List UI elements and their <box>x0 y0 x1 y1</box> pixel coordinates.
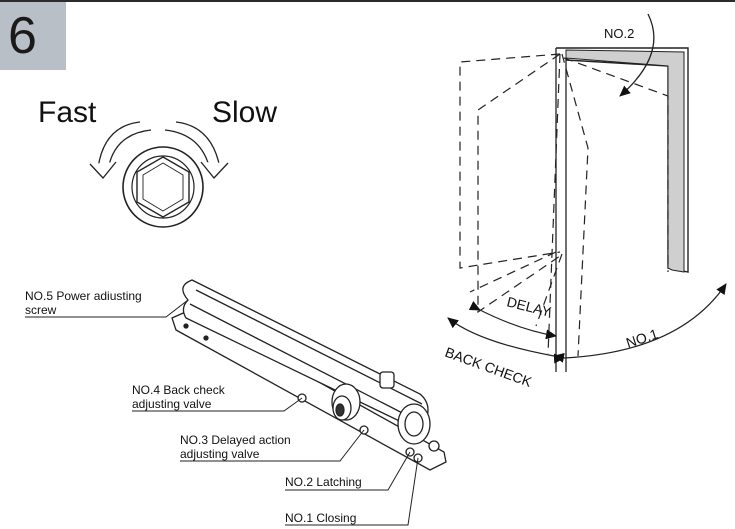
step-number: 6 <box>8 7 37 65</box>
frame-shaded-jamb <box>565 49 685 273</box>
no5-callout-line1: NO.5 Power adiusting <box>25 289 142 303</box>
fast-label: Fast <box>38 96 97 129</box>
adjust-dial: Fast Slow <box>38 96 277 228</box>
no3-callout-line2: adjusting valve <box>180 447 260 461</box>
door-swing-diagram: NO.2 DELAY BACK CHECK NO.1 <box>443 13 727 390</box>
no1-callout: NO.1 Closing <box>285 511 356 525</box>
door-closer-body <box>171 279 447 471</box>
top-rule <box>0 0 735 2</box>
door-delay-position <box>547 53 561 355</box>
no3-callout-line1: NO.3 Delayed action <box>180 433 291 447</box>
closer-callouts: NO.5 Power adiusting screw NO.4 Back che… <box>25 289 419 526</box>
no4-callout-line1: NO.4 Back check <box>132 383 226 397</box>
no1-closing-arc <box>553 283 727 364</box>
no5-callout-line2: screw <box>25 303 57 317</box>
slow-label: Slow <box>212 96 277 129</box>
door-open-position <box>459 53 561 269</box>
no2-latching-arrow <box>619 13 655 97</box>
hex-socket-icon <box>136 156 190 218</box>
back-check-arc <box>447 317 565 363</box>
no1-door-label: NO.1 <box>624 325 660 350</box>
step-badge: 6 <box>0 2 66 70</box>
no2-door-label: NO.2 <box>604 26 634 41</box>
no2-callout: NO.2 Latching <box>285 475 362 489</box>
clockwise-arrow-icon <box>175 121 221 169</box>
no4-callout-line2: adjusting valve <box>132 397 212 411</box>
back-check-label: BACK CHECK <box>443 344 535 390</box>
